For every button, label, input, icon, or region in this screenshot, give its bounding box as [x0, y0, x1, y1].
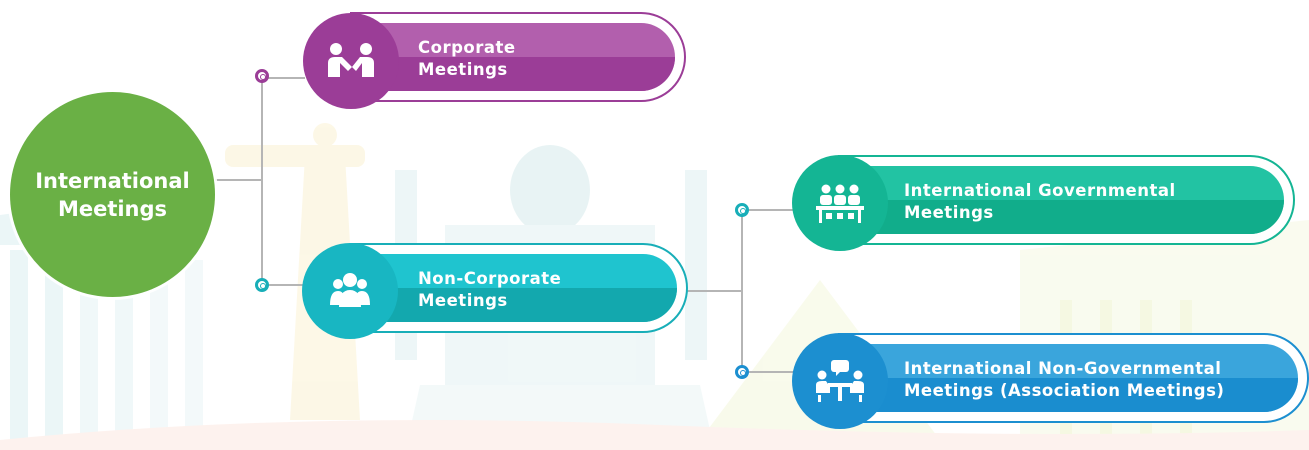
node-non-governmental-frame — [838, 333, 1309, 423]
junction-dot-non-corporate — [255, 278, 269, 292]
node-corporate-frame — [350, 12, 686, 102]
node-corporate-bar — [352, 23, 675, 91]
junction-dot-corporate — [255, 69, 269, 83]
root-node: International Meetings — [10, 92, 215, 297]
handshake-icon — [328, 43, 374, 77]
discussion-icon — [816, 360, 864, 402]
node-non-governmental-label: International Non-Governmental Meetings … — [904, 359, 1225, 400]
node-non-governmental-icon-circle — [792, 333, 888, 429]
node-governmental-label: International Governmental Meetings — [904, 181, 1176, 222]
node-corporate-icon-circle — [303, 13, 399, 109]
node-corporate-label: Corporate Meetings — [418, 38, 516, 79]
node-non-corporate-label: Non-Corporate Meetings — [418, 269, 562, 310]
node-governmental-icon-circle — [792, 155, 888, 251]
node-governmental-bar — [840, 166, 1284, 234]
node-non-corporate-icon-circle — [302, 243, 398, 339]
node-governmental-frame — [838, 155, 1295, 245]
junction-dot-non-governmental — [735, 365, 749, 379]
node-non-corporate-frame — [350, 243, 688, 333]
node-non-corporate-bar — [352, 254, 677, 322]
conference-table-icon — [816, 184, 864, 223]
node-non-governmental-bar — [840, 344, 1298, 412]
root-node-label: International Meetings — [35, 168, 190, 221]
group-icon — [330, 273, 370, 307]
junction-dot-governmental — [735, 203, 749, 217]
